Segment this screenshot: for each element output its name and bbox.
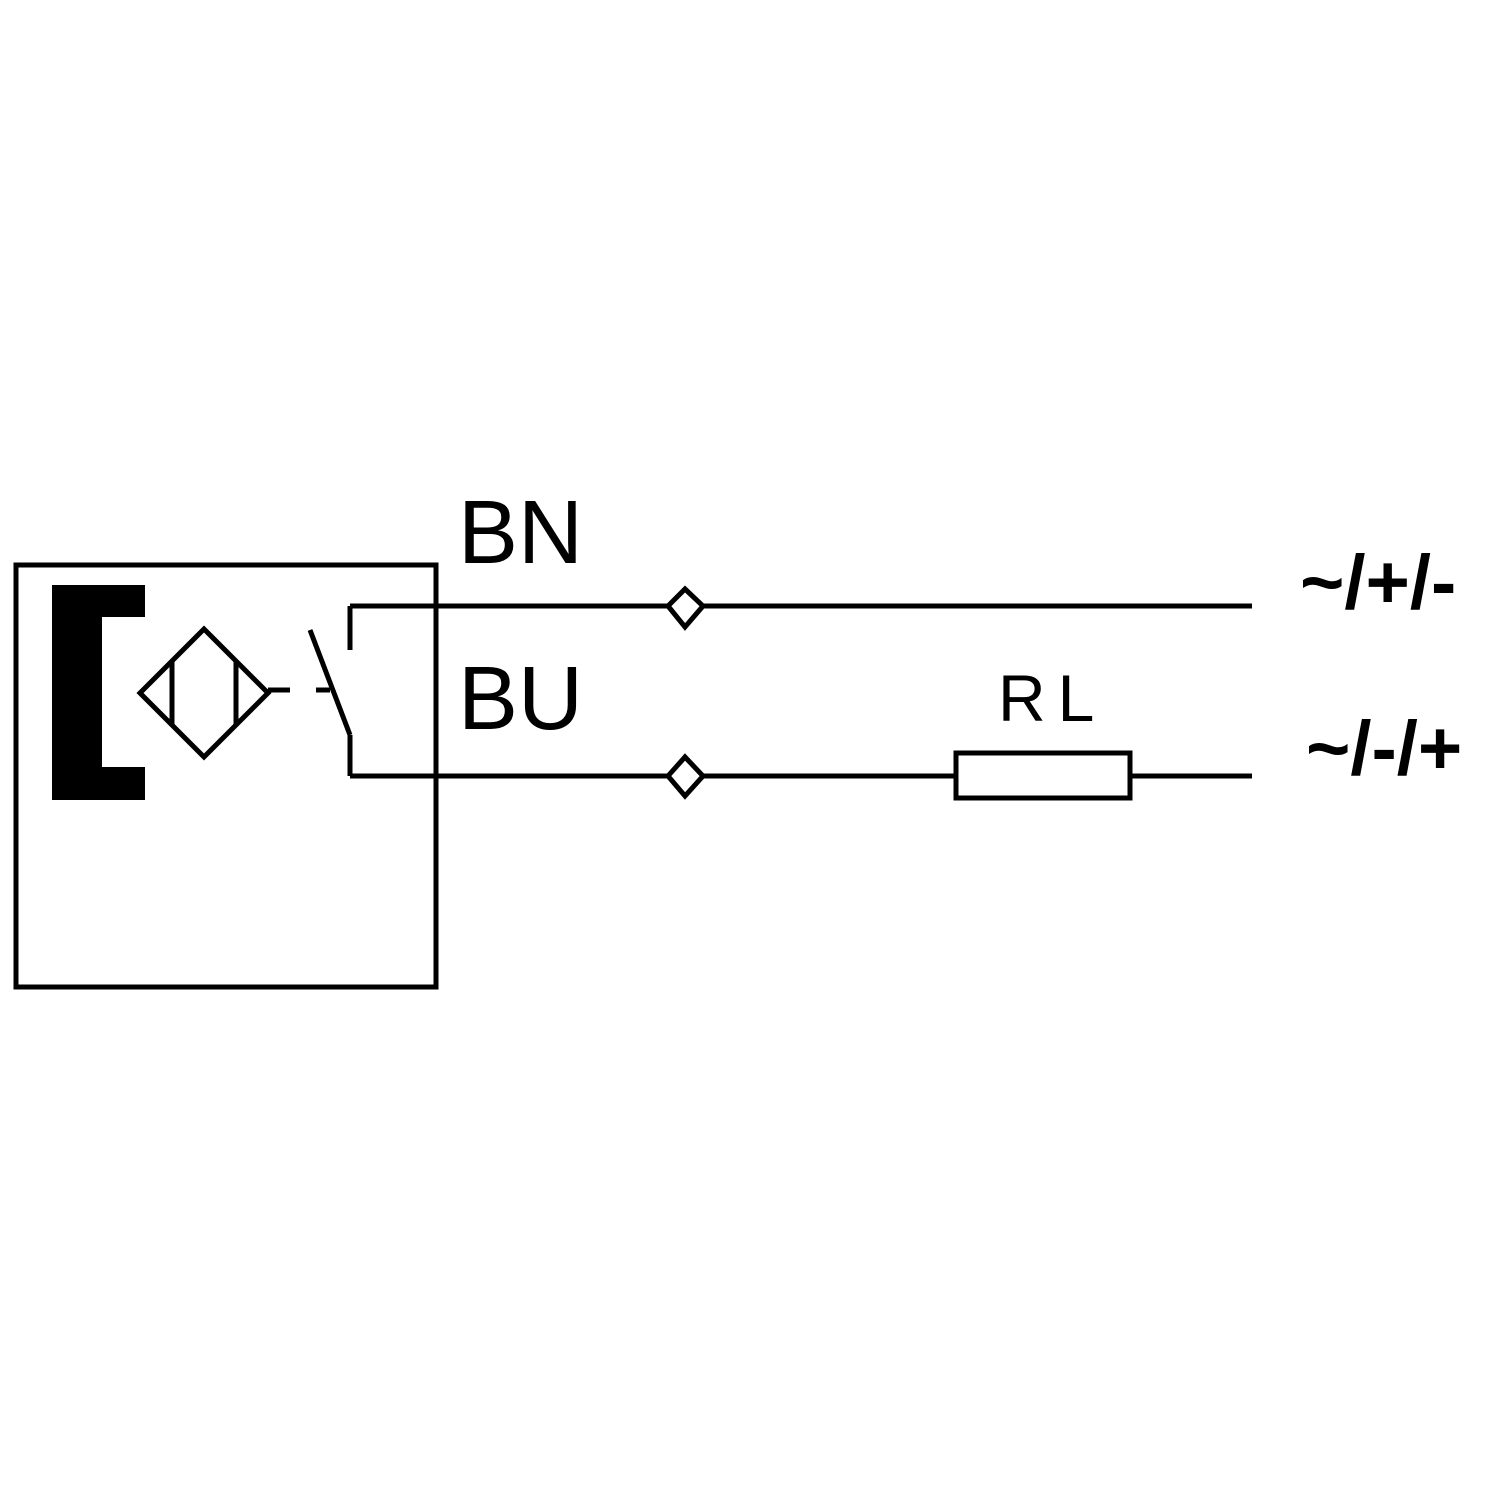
normally-open-switch-icon xyxy=(307,606,353,776)
wire-label-bn: BN xyxy=(458,483,583,583)
resistor-label: RL xyxy=(998,661,1106,735)
sensor-face-bracket-icon xyxy=(52,585,145,800)
resistor-icon xyxy=(953,750,1133,801)
terminal-label-top: ~/+/- xyxy=(1300,540,1456,625)
wire-label-bu: BU xyxy=(458,649,583,749)
terminal-label-bottom: ~/-/+ xyxy=(1306,706,1462,791)
connector-diamond-icon xyxy=(664,585,707,631)
connector-diamond-icon xyxy=(664,753,707,800)
inductive-sensor-diamond-icon xyxy=(136,625,272,761)
